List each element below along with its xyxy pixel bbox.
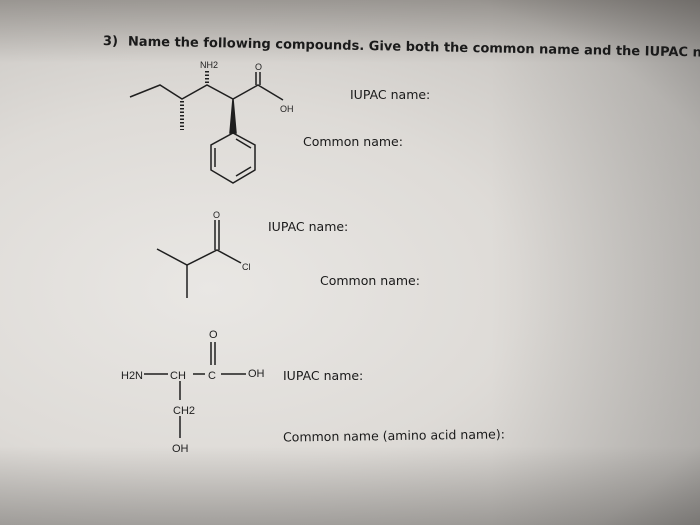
compound-1-structure: NH2 O OH — [129, 60, 294, 184]
amine-label: H2N — [121, 370, 143, 382]
benzene-ring — [210, 132, 256, 184]
compound-3-structure: H2N CH C OH O CH2 OH — [121, 329, 265, 455]
ch2-label: CH2 — [173, 405, 195, 417]
compound-1-iupac-label: IUPAC name: — [350, 87, 431, 102]
chlorine-label: Cl — [242, 262, 251, 272]
oxygen-label: O — [209, 329, 218, 341]
compound-2-common-label: Common name: — [320, 273, 420, 288]
compound-3-common-label: Common name (amino acid name): — [282, 426, 505, 445]
oxygen-label: O — [255, 62, 262, 72]
carbon-chain — [129, 84, 284, 101]
carbon-label: C — [208, 370, 216, 382]
ring-double-bond — [235, 166, 252, 177]
hydroxyl-label: OH — [248, 368, 265, 380]
compound-2-iupac-label: IUPAC name: — [268, 219, 349, 234]
side-hydroxyl-label: OH — [172, 443, 189, 455]
wedge-bond — [229, 98, 237, 134]
amine-label: NH2 — [200, 60, 218, 70]
compound-2-structure: O Cl — [156, 210, 251, 298]
carbon-chain — [156, 248, 242, 266]
compound-3-iupac-label: IUPAC name: — [283, 368, 364, 383]
ch-label: CH — [170, 370, 186, 382]
oxygen-label: O — [213, 210, 220, 220]
compound-1-common-label: Common name: — [303, 134, 403, 149]
ring-double-bond — [235, 138, 252, 149]
hydroxyl-label: OH — [280, 104, 294, 114]
